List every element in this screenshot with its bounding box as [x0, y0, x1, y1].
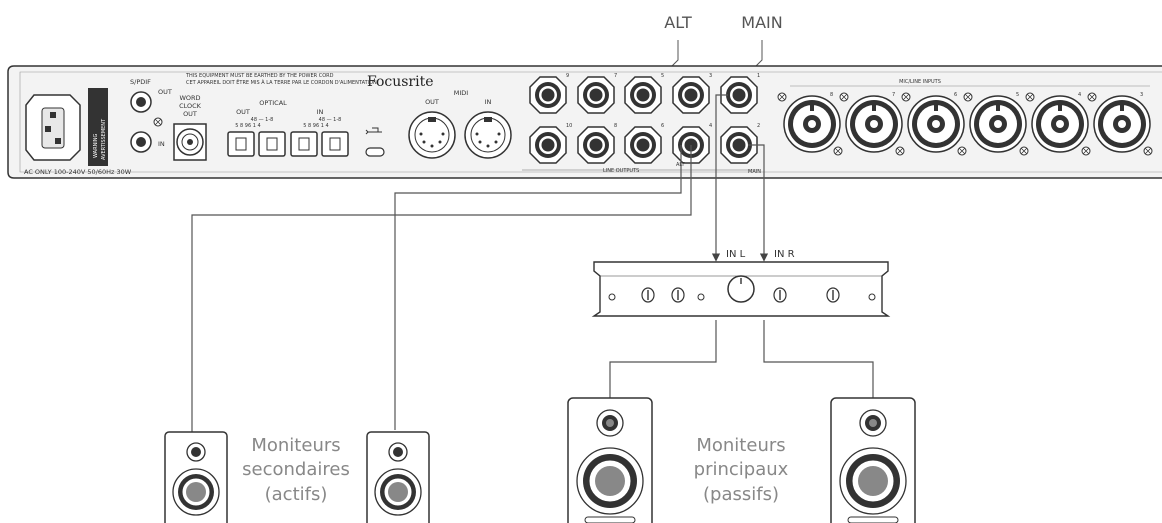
- xlr-number-4: 4: [1078, 92, 1081, 98]
- xlr-input-4: 4: [1025, 92, 1091, 156]
- secondary-caption-2: secondaires: [242, 459, 350, 480]
- optical-label: OPTICAL: [259, 99, 287, 107]
- main-cable-left: [711, 94, 728, 262]
- main-small-label: MAIN: [748, 169, 761, 175]
- optical-in-label: IN: [317, 108, 324, 116]
- mic-line-label: MIC/LINE INPUTS: [899, 79, 941, 85]
- jack-number-2: 2: [757, 123, 760, 129]
- spdif-in-jack: [130, 131, 152, 153]
- jack-number-5: 5: [661, 73, 664, 79]
- earth-notice-fr: CET APPAREIL DOIT ÊTRE MIS À LA TERRE PA…: [186, 78, 377, 86]
- amp-to-right-speaker: [763, 320, 874, 398]
- xlr-number-7: 7: [892, 92, 895, 98]
- midi-in-port: [464, 111, 512, 159]
- optical-in-sub-1: 48 — 1-8: [319, 117, 342, 123]
- secondary-monitor-right: [366, 431, 430, 523]
- xlr-number-3: 3: [1140, 92, 1143, 98]
- jack-number-1: 1: [757, 73, 760, 79]
- xlr-input-6: 6: [901, 92, 967, 156]
- in-l-label: IN L: [726, 249, 746, 260]
- warning-fr-text: AVERTISSEMENT: [101, 118, 107, 160]
- optical-out-label: OUT: [236, 108, 250, 116]
- xlr-number-8: 8: [830, 92, 833, 98]
- power-amplifier: [591, 261, 891, 317]
- cables: [191, 94, 874, 432]
- alt-cable-right: [191, 145, 692, 432]
- main-label: MAIN: [741, 13, 782, 32]
- alt-cable-left: [394, 145, 682, 430]
- jack-number-10: 10: [566, 123, 572, 129]
- alt-label: ALT: [664, 13, 692, 32]
- xlr-input-8: 8: [777, 92, 843, 156]
- main-monitor-right: [830, 397, 916, 523]
- xlr-inputs: 8 7 6 5 4 3: [777, 92, 1153, 156]
- word-clock-label-1: WORD: [179, 94, 200, 102]
- xlr-input-3: 3: [1087, 92, 1153, 156]
- optical-in-sub-2: 5 8 96 1 4: [303, 123, 328, 129]
- spdif-in-label: IN: [158, 140, 165, 148]
- jack-number-9: 9: [566, 73, 569, 79]
- xlr-input-5: 5: [963, 92, 1029, 156]
- in-r-label: IN R: [774, 249, 795, 260]
- midi-out-port: [408, 111, 456, 159]
- word-clock-label-2: CLOCK: [179, 102, 202, 110]
- spdif-out-jack: [130, 91, 152, 113]
- earth-notice-en: THIS EQUIPMENT MUST BE EARTHED BY THE PO…: [185, 73, 334, 79]
- power-spec: AC ONLY 100-240V 50/60Hz 30W: [24, 168, 132, 176]
- spdif-label: S/PDIF: [130, 78, 151, 86]
- interface-rear-panel: WARNING AVERTISSEMENT AC ONLY 100-240V 5…: [7, 65, 1162, 179]
- line-outputs-label: LINE OUTPUTS: [603, 168, 639, 174]
- midi-label: MIDI: [454, 89, 469, 97]
- main-cable-right: [748, 144, 769, 262]
- jack-number-4: 4: [709, 123, 712, 129]
- brand-logo: Focusrite: [367, 74, 434, 90]
- screw: [153, 117, 163, 127]
- optical-out-sub-1: 48 — 1-8: [251, 117, 274, 123]
- midi-out-label: OUT: [425, 98, 439, 106]
- optical-ports: [227, 131, 349, 157]
- amp-to-left-speaker: [609, 320, 717, 398]
- midi-in-label: IN: [485, 98, 492, 106]
- word-clock-bnc: [173, 123, 207, 161]
- warning-text: WARNING: [93, 133, 99, 158]
- secondary-caption-3: (actifs): [265, 484, 328, 505]
- jack-number-3: 3: [709, 73, 712, 79]
- xlr-number-6: 6: [954, 92, 957, 98]
- secondary-monitor-left: [164, 431, 228, 523]
- secondary-caption-1: Moniteurs: [251, 435, 340, 456]
- power-inlet: [25, 94, 81, 161]
- optical-out-sub-2: 5 8 96 1 4: [235, 123, 260, 129]
- jack-number-8: 8: [614, 123, 617, 129]
- main-caption-1: Moniteurs: [696, 435, 785, 456]
- main-caption-3: (passifs): [703, 484, 779, 505]
- word-clock-label-3: OUT: [183, 110, 197, 118]
- jack-number-6: 6: [661, 123, 664, 129]
- usb-port: [365, 127, 385, 157]
- main-caption-2: principaux: [694, 459, 789, 480]
- xlr-input-7: 7: [839, 92, 905, 156]
- spdif-out-label: OUT: [158, 88, 172, 96]
- jack-number-7: 7: [614, 73, 617, 79]
- main-monitor-left: [567, 397, 653, 523]
- xlr-number-5: 5: [1016, 92, 1019, 98]
